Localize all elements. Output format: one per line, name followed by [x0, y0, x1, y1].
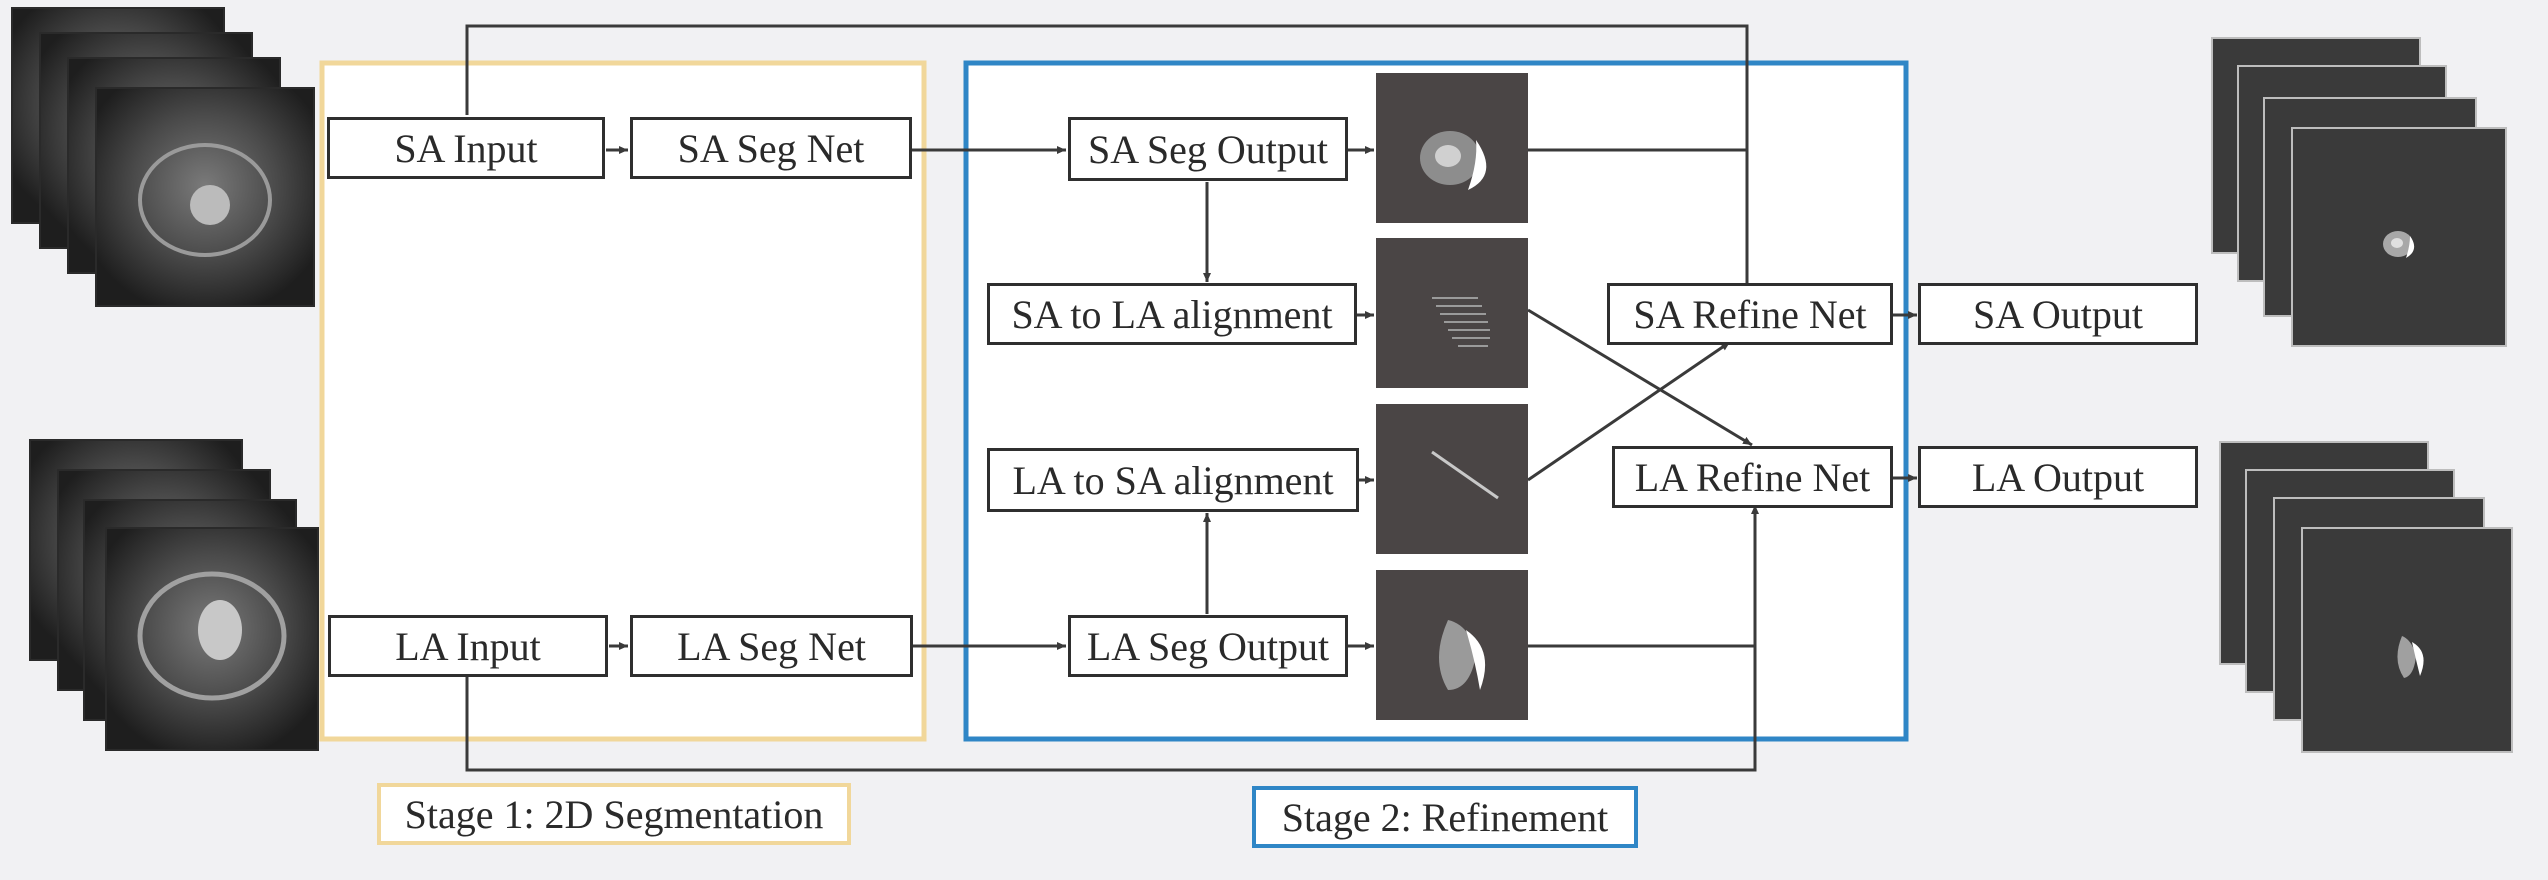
la-to-sa-alignment-node: LA to SA alignment — [987, 448, 1359, 512]
la-input-image-stack — [29, 439, 319, 751]
stage2-label: Stage 2: Refinement — [1252, 786, 1638, 848]
sa-to-la-alignment-image — [1376, 238, 1528, 388]
la-seg-net-node: LA Seg Net — [630, 615, 913, 677]
la-to-sa-alignment-image — [1376, 404, 1528, 554]
stage1-label: Stage 1: 2D Segmentation — [377, 783, 851, 845]
sa-refine-net-node: SA Refine Net — [1607, 283, 1893, 345]
sa-input-image-stack — [11, 7, 315, 307]
la-output-image-stack — [2219, 441, 2513, 753]
la-output-node: LA Output — [1918, 446, 2198, 508]
sa-output-image-stack — [2211, 37, 2507, 347]
la-refine-net-node: LA Refine Net — [1612, 446, 1893, 508]
sa-seg-output-node: SA Seg Output — [1068, 117, 1348, 181]
connectors — [465, 24, 1917, 772]
la-seg-output-node: LA Seg Output — [1068, 615, 1348, 677]
la-input-node: LA Input — [328, 615, 608, 677]
sa-output-node: SA Output — [1918, 283, 2198, 345]
sa-to-la-alignment-node: SA to LA alignment — [987, 283, 1357, 345]
la-seg-output-image — [1376, 570, 1528, 720]
sa-seg-output-image — [1376, 73, 1528, 223]
sa-seg-net-node: SA Seg Net — [630, 117, 912, 179]
sa-input-node: SA Input — [327, 117, 605, 179]
